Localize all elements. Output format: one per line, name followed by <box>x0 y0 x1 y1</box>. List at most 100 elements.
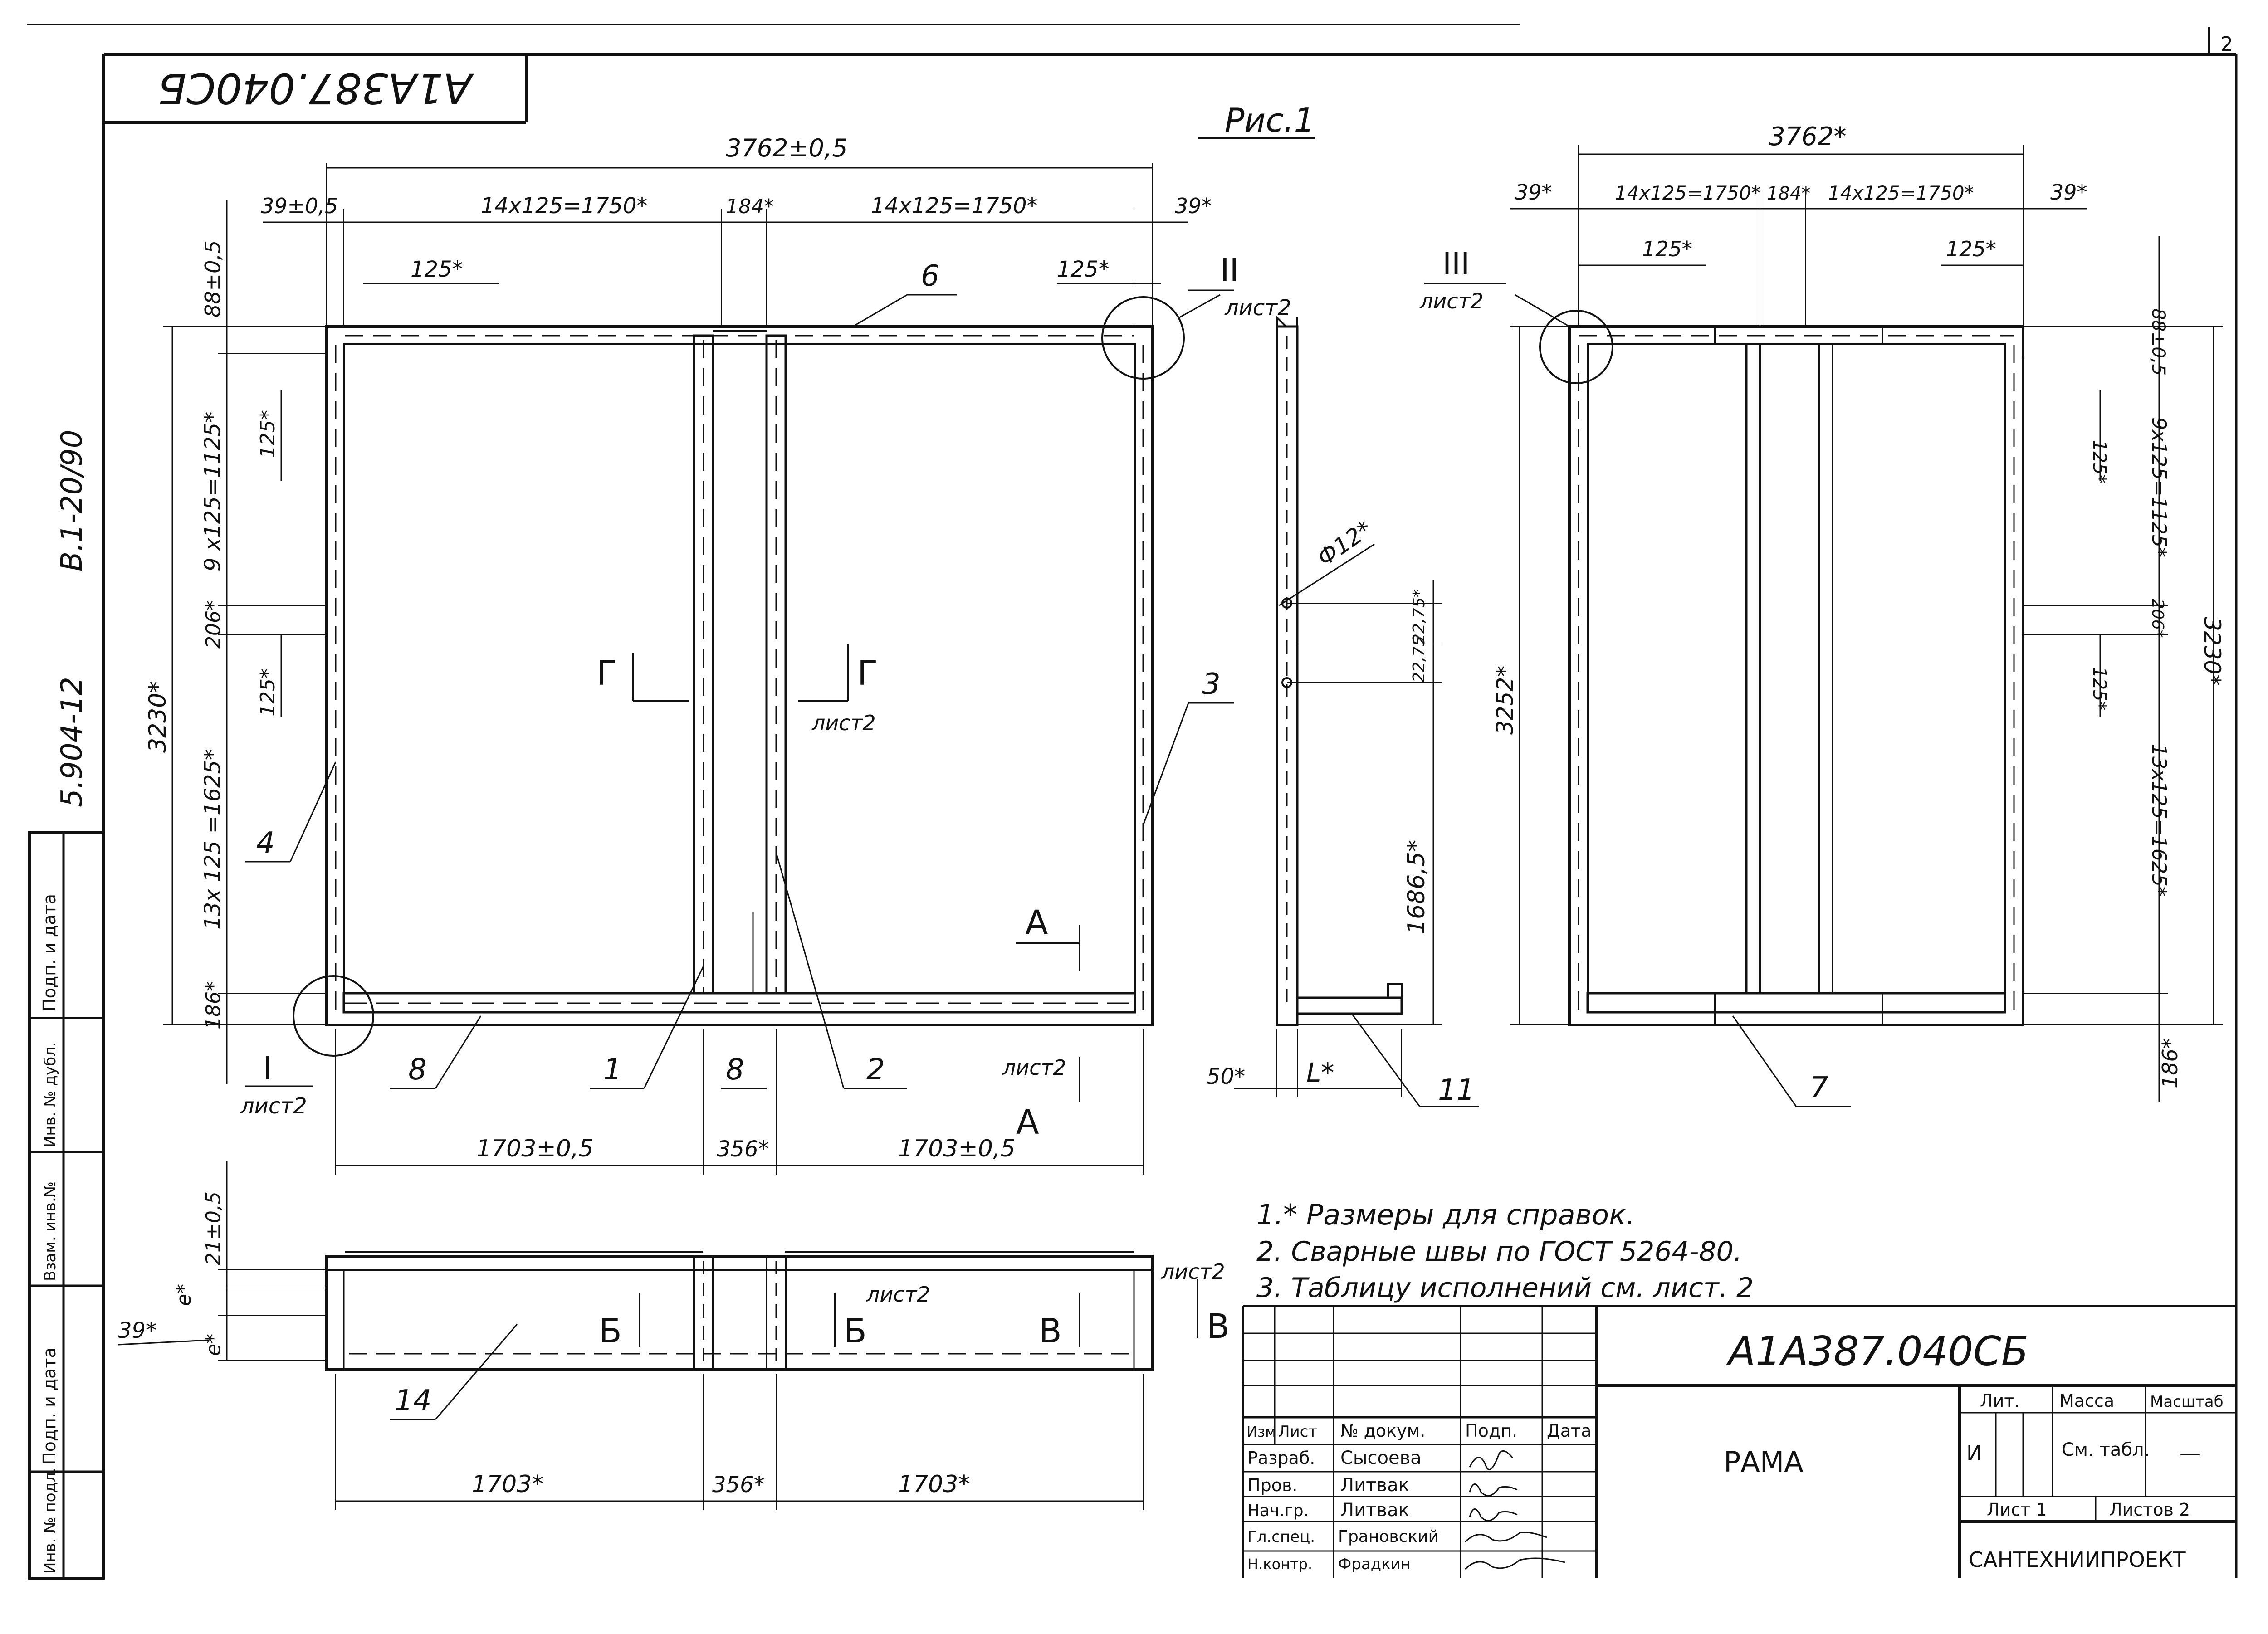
fv-part-6: 8 <box>408 1053 427 1087</box>
sv-length: L* <box>1306 1057 1334 1088</box>
fv-part-3: 3 <box>1202 668 1221 701</box>
fv-overall-height: 3230* <box>144 681 171 753</box>
fv-part-2: 2 <box>866 1053 885 1087</box>
rv-left-edge: 39* <box>1515 180 1552 205</box>
fv-section-A-bottom: А <box>1016 1103 1039 1142</box>
rv-center-gap: 184* <box>1767 183 1810 204</box>
margin-cell-1: Подп. и дата <box>39 894 59 1011</box>
rotated-stamp-code: А1А387.040СБ <box>158 64 474 112</box>
rv-pitch-top: 125* <box>2089 440 2110 483</box>
side-labels: 5.904-12 В.1-20/90 <box>55 430 89 808</box>
signature-4 <box>1464 1532 1547 1543</box>
title-block: Изм Лист № докум. Подп. Дата Разраб. Сыс… <box>1242 1305 2236 1578</box>
rv-right-span: 14x125=1750* <box>1828 182 1974 204</box>
rv-part-7: 7 <box>1810 1071 1828 1105</box>
tb-lit-label: Лит. <box>1980 1391 2020 1411</box>
tb-lit-value: И <box>1966 1441 1982 1465</box>
tb-doc-code: А1А387.040СБ <box>1726 1328 2028 1375</box>
tb-scale-value: — <box>2180 1441 2200 1465</box>
tb-name-3: Литвак <box>1340 1500 1409 1521</box>
note-1: 1.* Размеры для справок. <box>1256 1198 1635 1231</box>
fv-detail-I: I <box>263 1050 273 1087</box>
fv-detail-II-sheet: лист2 <box>1224 295 1291 321</box>
margin-cell-5: Инв. № подл. <box>41 1467 59 1574</box>
fv-top-offset: 88±0,5 <box>200 240 225 317</box>
fv-detail-I-sheet: лист2 <box>240 1093 307 1119</box>
signature-2 <box>1469 1483 1518 1497</box>
pv-dim-e1: е* <box>172 1284 196 1306</box>
pv-bottom-right: 1703* <box>898 1471 970 1498</box>
rv-overall-width: 3762* <box>1769 122 1847 151</box>
pv-dim-21: 21±0,5 <box>202 1191 225 1265</box>
fv-left-edge: 39±0,5 <box>261 194 338 218</box>
tb-name-1: Сысоева <box>1340 1448 1422 1468</box>
tb-name-2: Литвак <box>1340 1475 1409 1496</box>
rv-overall-height-left: 3252* <box>1492 666 1518 735</box>
fv-pitch-top: 125* <box>256 410 279 458</box>
rv-right-edge: 39* <box>2050 180 2087 205</box>
pv-dim-39: 39* <box>118 1318 156 1343</box>
side-view: Ф12* 22,75* 22,75 1686,5* 50* L* 11 <box>1207 315 1479 1107</box>
sv-dim-2275b: 22,75 <box>1410 636 1428 683</box>
pv-dim-e2: е* <box>202 1334 225 1356</box>
tb-role-2: Пров. <box>1247 1475 1297 1495</box>
fv-left-span: 14x125=1750* <box>481 193 647 219</box>
fv-mid-gap: 206* <box>202 600 225 649</box>
fv-pitch-mid: 125* <box>256 668 279 717</box>
tb-hdr-doc: № докум. <box>1340 1421 1425 1441</box>
tb-hdr-list: Лист <box>1278 1423 1317 1441</box>
pv-section-V-sheet: лист2 <box>1161 1259 1225 1284</box>
fv-lower-span: 13x 125 =1625* <box>200 749 225 930</box>
series-label: 5.904-12 <box>55 677 89 807</box>
tb-sheets-label: Листов 2 <box>2109 1500 2190 1520</box>
notes: 1.* Размеры для справок. 2. Сварные швы … <box>1256 1198 1754 1304</box>
rv-top-offset: 88±0,5 <box>2148 308 2169 376</box>
margin-table: Подп. и дата Инв. № дубл. Взам. инв.№ По… <box>28 831 105 1580</box>
margin-cell-4: Подп. и дата <box>39 1347 59 1465</box>
fv-right-edge: 39* <box>1175 194 1212 218</box>
tb-role-1: Разраб. <box>1247 1448 1315 1468</box>
fv-overall-width: 3762±0,5 <box>726 134 848 162</box>
tb-hdr-sign: Подп. <box>1465 1421 1517 1441</box>
fv-section-G-left: Г <box>596 654 617 693</box>
rv-detail-III-sheet: лист2 <box>1419 289 1484 313</box>
rv-mid-gap: 206* <box>2148 599 2167 638</box>
fv-bottom-right: 1703±0,5 <box>898 1135 1016 1162</box>
note-3: 3. Таблицу исполнений см. лист. 2 <box>1256 1272 1754 1304</box>
tb-role-3: Нач.гр. <box>1247 1502 1309 1520</box>
tb-hdr-date: Дата <box>1547 1421 1591 1441</box>
rv-right-pitch: 125* <box>1946 237 1996 261</box>
svg-text:Рис.1: Рис.1 <box>1225 101 1315 139</box>
signature-5 <box>1464 1557 1565 1570</box>
fv-section-G-right: Г <box>857 654 878 693</box>
rv-upper-span: 9x125=1125* <box>2147 417 2170 557</box>
rv-left-pitch: 125* <box>1642 237 1692 261</box>
page-number: 2 <box>2220 33 2233 56</box>
fv-left-pitch: 125* <box>411 257 463 282</box>
tb-scale-label: Масштаб <box>2150 1393 2224 1411</box>
pv-section-B-sheet: лист2 <box>866 1282 930 1307</box>
fv-right-span: 14x125=1750* <box>871 193 1037 219</box>
plan-view: 21±0,5 е* е* 39* Б Б лист2 В В лист2 14 … <box>117 1161 1230 1510</box>
fv-section-A-top: А <box>1025 903 1048 942</box>
rv-overall-height-right: 3230* <box>2199 617 2225 686</box>
issue-label: В.1-20/90 <box>55 430 89 572</box>
rv-left-span: 14x125=1750* <box>1615 182 1761 204</box>
rv-bottom-offset: 186* <box>2158 1038 2182 1088</box>
sv-offset: 50* <box>1207 1064 1245 1089</box>
fv-section-G-sheet: лист2 <box>811 711 876 735</box>
rotated-stamp: А1А387.040СБ <box>103 54 528 124</box>
tb-mass-value: См. табл. <box>2062 1439 2150 1460</box>
pv-bottom-left: 1703* <box>472 1471 543 1498</box>
rv-lower-span: 13x125=1625* <box>2147 744 2170 897</box>
tb-organization: САНТЕХНИИПРОЕКТ <box>1969 1547 2186 1572</box>
rear-view: 3762* 39* 14x125=1750* 184* 14x125=1750*… <box>1419 122 2225 1107</box>
front-view: 3762±0,5 39±0,5 14x125=1750* 184* 14x125… <box>144 134 1291 1175</box>
tb-mass-label: Масса <box>2059 1391 2114 1411</box>
fv-upper-span: 9 x125=1125* <box>200 412 225 571</box>
fv-part-4: 4 <box>256 826 275 860</box>
sv-height: 1686,5* <box>1403 840 1430 934</box>
pv-section-B-left: Б <box>599 1312 622 1351</box>
margin-cell-3: Взам. инв.№ <box>41 1181 59 1281</box>
fv-part-5: 6 <box>921 259 939 293</box>
